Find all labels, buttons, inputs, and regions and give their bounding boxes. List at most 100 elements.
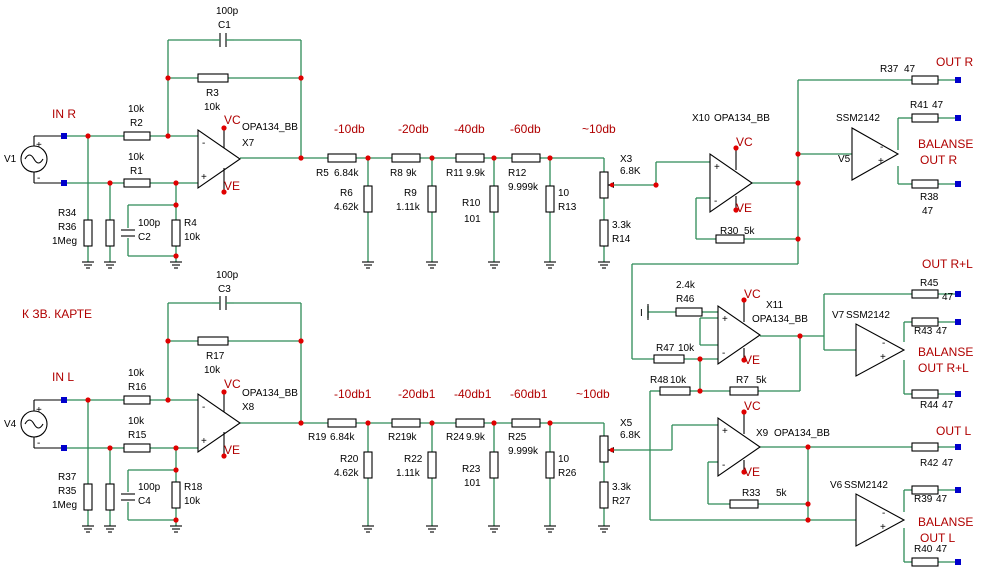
label-dbtb: ~10db <box>576 387 610 401</box>
part-r26: R26 <box>558 468 577 479</box>
part-v7v: SSM2142 <box>846 310 890 321</box>
part-r33: R33 <box>742 488 761 499</box>
part-r38: R38 <box>920 192 939 203</box>
ground-symbols <box>82 261 610 533</box>
labels-red: IN R IN L К ЗВ. КАРТЕ OUT R OUT L OUT R+… <box>22 55 973 545</box>
capacitor-c1 <box>212 33 234 47</box>
label-in-r: IN R <box>52 107 76 121</box>
part-r46v: 2.4k <box>676 280 696 291</box>
resistor-r48 <box>659 386 691 396</box>
svg-text:+: + <box>36 140 42 151</box>
wires-top-channel <box>64 39 958 360</box>
part-r30: R30 <box>720 226 739 237</box>
resistor-r11 <box>455 153 485 163</box>
resistor-r23 <box>489 451 499 479</box>
part-r35: R35 <box>58 486 77 497</box>
part-r13v: 10 <box>558 188 570 199</box>
part-r42v: 47 <box>942 458 954 469</box>
part-r13: R13 <box>558 202 577 213</box>
part-r1v: 10k <box>128 152 145 163</box>
part-r48v: 10k <box>670 375 687 386</box>
part-x9v: OPA134_BB <box>774 428 830 439</box>
resistor-r15 <box>123 443 151 453</box>
part-r14v: 3.3k <box>612 220 632 231</box>
part-r40: R40 <box>914 544 933 555</box>
part-r38v: 47 <box>922 206 934 217</box>
part-r43: R43 <box>914 326 933 337</box>
resistor-r7 <box>729 386 759 396</box>
part-r20: R20 <box>340 454 359 465</box>
part-r4v: 10k <box>184 232 201 243</box>
part-r2: R2 <box>130 118 143 129</box>
driver-v6: -+ <box>855 493 906 547</box>
part-v5: V5 <box>838 154 851 165</box>
part-x3v: 6.8K <box>620 166 641 177</box>
part-x8v: OPA134_BB <box>242 388 298 399</box>
part-r30v: 5k <box>744 226 756 237</box>
ground-icon <box>82 261 94 269</box>
resistor-r4 <box>171 219 181 247</box>
label-ve: VE <box>744 353 760 367</box>
label-ve: VE <box>744 465 760 479</box>
part-r16: R16 <box>128 382 147 393</box>
label-db60b: -60db1 <box>510 387 548 401</box>
svg-text:+: + <box>36 405 42 416</box>
part-i1: I <box>640 308 643 319</box>
resistor-r26 <box>545 451 555 479</box>
svg-text:-: - <box>722 460 725 471</box>
part-r25v: 9.999k <box>508 446 539 457</box>
part-r7v: 5k <box>756 375 768 386</box>
part-r43v: 47 <box>936 326 948 337</box>
part-r26v: 10 <box>558 454 570 465</box>
part-v6: V6 <box>830 480 843 491</box>
ground-icon <box>426 525 438 533</box>
label-ve: VE <box>224 443 240 457</box>
svg-text:-: - <box>722 348 725 359</box>
resistor-r27 <box>599 481 609 509</box>
part-c1: C1 <box>218 20 231 31</box>
resistor-r35 <box>105 483 115 511</box>
opamp-x8: -+ <box>197 392 241 456</box>
resistor-r25 <box>511 418 541 428</box>
part-c3: C3 <box>218 284 231 295</box>
part-r19: R19 <box>308 432 327 443</box>
svg-text:+: + <box>880 522 886 533</box>
part-c2: C2 <box>138 232 151 243</box>
svg-text:-: - <box>882 338 885 349</box>
resistor-r36 <box>105 219 115 247</box>
label-db40: -40db <box>454 122 485 136</box>
resistor-r38 <box>911 179 939 189</box>
part-c3v: 100p <box>216 270 239 281</box>
label-vc: VC <box>736 135 753 149</box>
part-r37: R37 <box>880 64 899 75</box>
part-c4: C4 <box>138 496 151 507</box>
part-r23: R23 <box>462 464 481 475</box>
ground-icon <box>170 525 182 533</box>
part-r18: R18 <box>184 482 203 493</box>
part-r7: R7 <box>736 375 749 386</box>
resistor-r8 <box>391 153 421 163</box>
ground-icon <box>104 525 116 533</box>
part-meg1: 1Meg <box>52 236 77 247</box>
part-r18v: 10k <box>184 496 201 507</box>
part-v5v: SSM2142 <box>836 113 880 124</box>
resistor-r21 <box>391 418 421 428</box>
terminals <box>61 77 961 565</box>
resistor-r20 <box>363 451 373 479</box>
resistor-r33 <box>729 499 759 509</box>
ground-icon <box>362 525 374 533</box>
nodes <box>85 75 811 523</box>
label-db20: -20db <box>398 122 429 136</box>
svg-text:-: - <box>882 508 885 519</box>
svg-text:+: + <box>722 426 728 437</box>
resistor-r43 <box>911 317 939 327</box>
resistor-r30 <box>715 234 745 244</box>
part-x10: X10 <box>692 113 710 124</box>
ground-icon <box>544 525 556 533</box>
resistor-r41 <box>911 113 939 123</box>
part-r46: R46 <box>676 294 695 305</box>
part-r37v: 47 <box>904 64 916 75</box>
opamp-x7: -+ <box>197 128 241 192</box>
resistor-r13 <box>545 185 555 213</box>
opamp-x11: +- <box>717 300 761 366</box>
